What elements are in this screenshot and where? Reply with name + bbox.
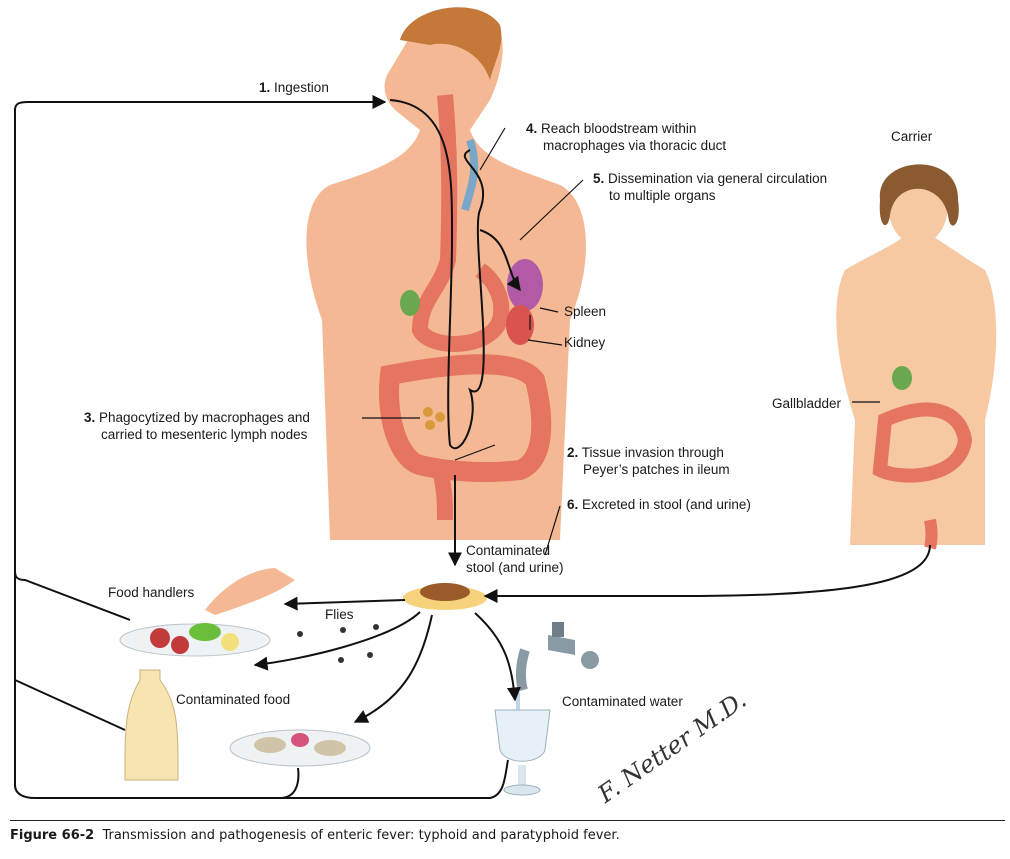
- kidney-organ: [506, 305, 534, 345]
- step-4-label: 4. Reach bloodstream within: [526, 121, 697, 136]
- milk-bottle: [124, 669, 179, 781]
- carrier-label: Carrier: [891, 129, 933, 144]
- spleen-label: Spleen: [564, 304, 607, 319]
- kidney-label: Kidney: [564, 335, 606, 350]
- water-tap: [515, 622, 599, 712]
- step-3-label: 3. Phagocytized by macrophages and: [84, 410, 310, 425]
- flies: [297, 624, 379, 663]
- step-5-label: 5. Dissemination via general circulation: [593, 171, 828, 186]
- carrier-figure: [836, 164, 997, 550]
- caption-text: Transmission and pathogenesis of enteric…: [102, 828, 620, 843]
- stool-dish: [403, 583, 487, 610]
- step-4-label-line2: macrophages via thoracic duct: [543, 138, 727, 153]
- transmission-arrows: [14, 95, 931, 799]
- stool-label-line2: stool (and urine): [466, 560, 564, 575]
- contaminated-food-label: Contaminated food: [176, 692, 291, 707]
- flies-label: Flies: [325, 607, 354, 622]
- step-2-label-line2: Peyer’s patches in ileum: [583, 462, 730, 477]
- spleen-organ: [507, 259, 543, 311]
- water-glass: [494, 709, 551, 796]
- step-5-label-line2: to multiple organs: [609, 188, 716, 203]
- step-3-label-line2: carried to mesenteric lymph nodes: [101, 427, 308, 442]
- step-1-label: 1. Ingestion: [259, 80, 329, 95]
- caption-divider: [10, 820, 1005, 821]
- contaminated-water-label: Contaminated water: [562, 694, 683, 709]
- food-handlers-label: Food handlers: [108, 585, 195, 600]
- figure-number: Figure 66-2: [10, 828, 95, 843]
- oyster-plate: [229, 729, 371, 767]
- stool-label: Contaminated: [466, 543, 551, 558]
- figure-caption: Figure 66-2 Transmission and pathogenesi…: [10, 828, 620, 843]
- step-6-label: 6. Excreted in stool (and urine): [567, 497, 751, 512]
- gallbladder-label: Gallbladder: [772, 396, 842, 411]
- step-2-label: 2. Tissue invasion through: [567, 445, 724, 460]
- male-figure: [306, 7, 587, 540]
- food-plate: [119, 568, 295, 657]
